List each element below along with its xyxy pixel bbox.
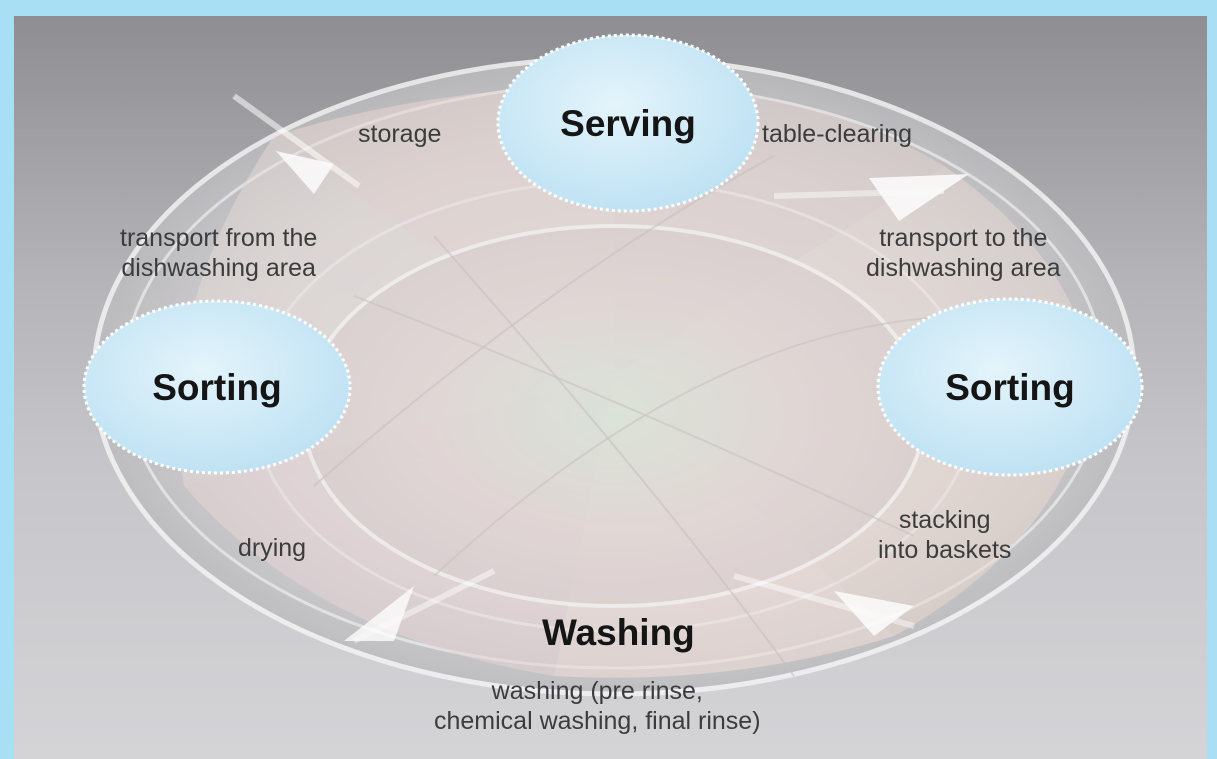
- serving-bubble: [496, 33, 760, 213]
- label-washing-detail: washing (pre rinse, chemical washing, fi…: [434, 677, 761, 735]
- stage-sorting-right: Sorting: [945, 367, 1075, 408]
- label-storage: storage: [358, 120, 442, 148]
- label-transport-to: transport to the dishwashing area: [866, 224, 1061, 282]
- label-drying: drying: [238, 534, 307, 562]
- arrow-storage: [232, 93, 361, 194]
- sorting-left-bubble: [82, 299, 352, 475]
- stage-sorting-left: Sorting: [152, 367, 282, 408]
- label-transport-from: transport from the dishwashing area: [120, 224, 318, 282]
- sorting-right-bubble: [876, 297, 1144, 477]
- label-stacking: stacking into baskets: [878, 506, 1012, 564]
- stage-serving: Serving: [560, 103, 696, 144]
- diagram-panel: Serving Sorting Sorting Washing storage …: [14, 16, 1207, 759]
- arrow-stacking: [733, 573, 915, 636]
- arrow-drying: [344, 568, 496, 644]
- plate-illustration: [82, 33, 1144, 697]
- stage-washing: Washing: [542, 612, 695, 653]
- label-table-clearing: table-clearing: [762, 120, 913, 148]
- arrow-table-clearing: [773, 174, 969, 221]
